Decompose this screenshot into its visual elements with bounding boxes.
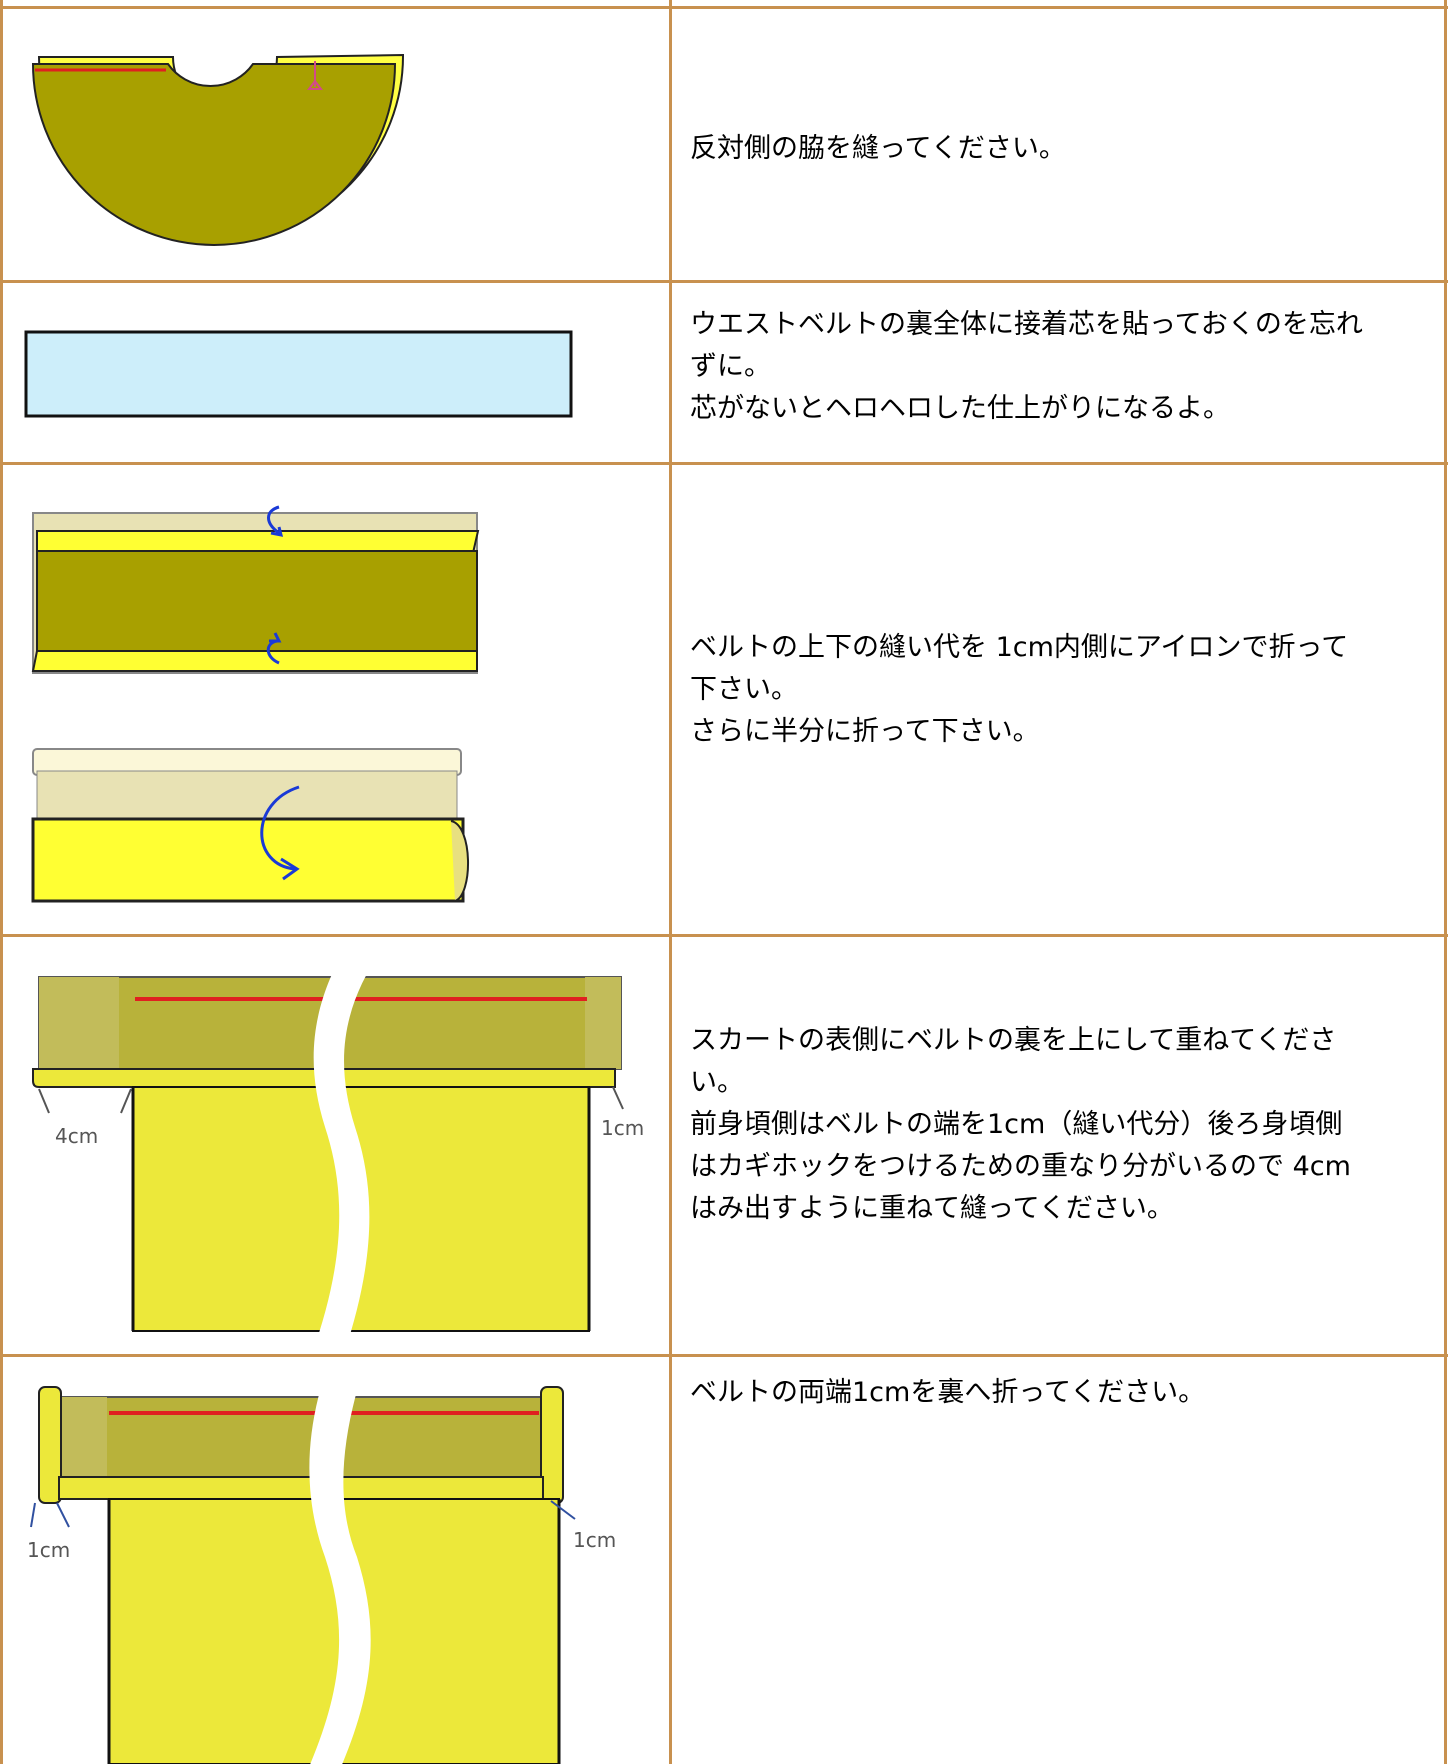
instruction-line: はカギホックをつけるための重なり分がいるので 4cm (690, 1151, 1351, 1182)
illustration-skirt-side-seam (3, 9, 669, 280)
instruction-line: さらに半分に折って下さい。 (690, 716, 1040, 747)
table-border (0, 1354, 1448, 1357)
table-border (0, 462, 1448, 465)
instruction-text: ベルトの上下の縫い代を 1cm内側にアイロンで折って 下さい。 さらに半分に折っ… (690, 627, 1430, 753)
illustration-waistband-ends-fold: 1cm 1cm (3, 1357, 669, 1764)
instruction-line: 反対側の脇を縫ってください。 (690, 133, 1066, 164)
instruction-text: スカートの表側にベルトの裏を上にして重ねてくださ い。 前身頃側はベルトの端を1… (690, 1020, 1430, 1230)
table-border-middle (669, 0, 672, 1764)
instruction-text: ウエストベルトの裏全体に接着芯を貼っておくのを忘れ ずに。 芯がないとヘロヘロし… (690, 304, 1430, 430)
dimension-label-left: 4cm (55, 1124, 98, 1148)
table-border (0, 934, 1448, 937)
instruction-line: ベルトの上下の縫い代を 1cm内側にアイロンで折って (690, 632, 1349, 663)
table-border-top (0, 6, 1448, 9)
instruction-line: ウエストベルトの裏全体に接着芯を貼っておくのを忘れ (690, 309, 1363, 340)
instruction-line: ずに。 (690, 351, 771, 382)
dimension-label-right: 1cm (573, 1528, 616, 1552)
instruction-line: ベルトの両端1cmを裏へ折ってください。 (690, 1377, 1206, 1408)
instruction-line: い。 (690, 1067, 744, 1098)
instruction-text: ベルトの両端1cmを裏へ折ってください。 (690, 1372, 1430, 1414)
dimension-label-left: 1cm (27, 1538, 70, 1562)
instruction-text: 反対側の脇を縫ってください。 (690, 128, 1430, 170)
instruction-line: スカートの表側にベルトの裏を上にして重ねてくださ (690, 1025, 1337, 1056)
instruction-line: 芯がないとヘロヘロした仕上がりになるよ。 (690, 393, 1230, 424)
table-border-right (1444, 0, 1447, 1764)
illustration-waistband-attach: 4cm 1cm (3, 937, 669, 1354)
table-border-left (0, 0, 3, 1764)
dimension-label-right: 1cm (601, 1116, 644, 1140)
illustration-waistband-folding (3, 465, 669, 934)
table-border (0, 280, 1448, 283)
instruction-line: 下さい。 (690, 674, 798, 705)
instruction-line: はみ出すように重ねて縫ってください。 (690, 1193, 1174, 1224)
instruction-line: 前身頃側はベルトの端を1cm（縫い代分）後ろ身頃側 (690, 1109, 1343, 1140)
illustration-waistband-interfacing (3, 283, 669, 462)
